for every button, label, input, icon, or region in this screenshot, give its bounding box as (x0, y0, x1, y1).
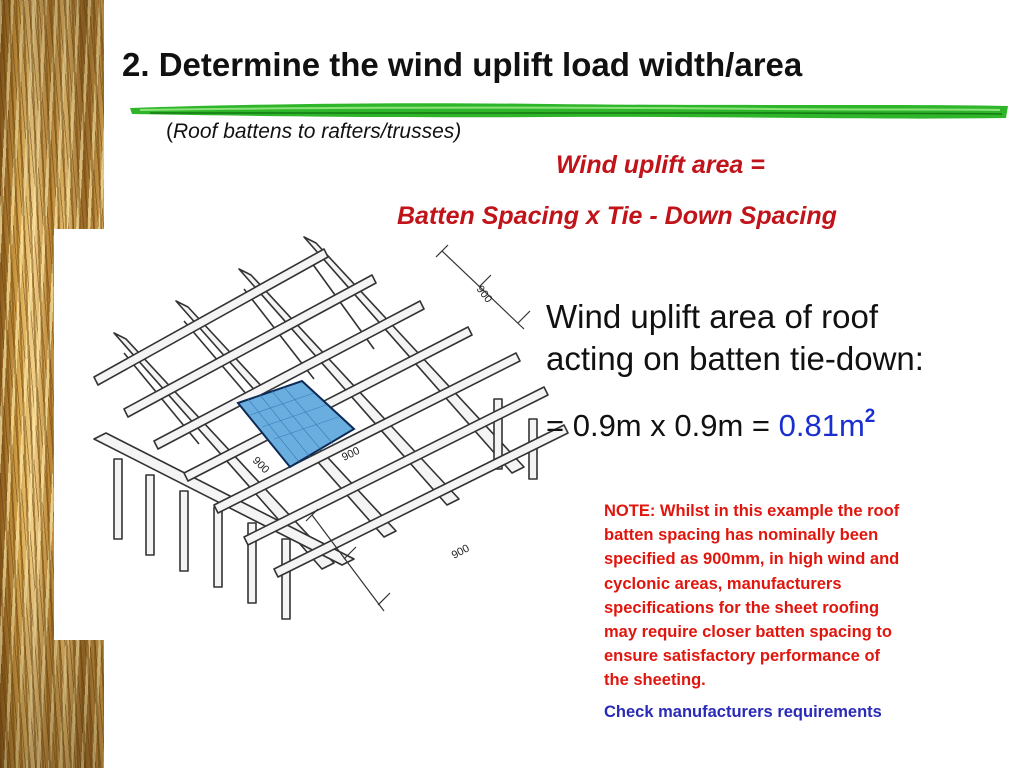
green-brush-rule (130, 103, 1008, 119)
subtitle-text: Roof battens to rafters/trusses) (173, 120, 462, 143)
formula-heading: Wind uplift area = (556, 151, 765, 179)
calculation: = 0.9m x 0.9m = 0.81m2 (546, 406, 876, 444)
slide-title: 2. Determine the wind uplift load width/… (122, 46, 803, 83)
note-line: the sheeting. (604, 671, 706, 690)
calculation-exponent: 2 (864, 406, 876, 427)
note-line: may require closer batten spacing to (604, 623, 892, 642)
explanation-text: Wind uplift area of roof acting on batte… (546, 296, 924, 380)
note-paragraph: NOTE: Whilst in this example the roof ba… (604, 499, 974, 693)
note-line: batten spacing has nominally been (604, 526, 879, 545)
note-line: ensure satisfactory performance of (604, 647, 881, 666)
note-line: specified as 900mm, in high wind and (604, 550, 900, 569)
dimension-label-top: 900 (474, 283, 495, 305)
check-requirements-text: Check manufacturers requirements (604, 703, 882, 721)
formula-expression: Batten Spacing x Tie - Down Spacing (397, 202, 837, 230)
note-line: cyclonic areas, manufacturers (604, 574, 842, 593)
roof-framing-illustration: 900 900 900 900 (93, 236, 569, 620)
note-line: NOTE: Whilst in this example the roof (604, 502, 900, 520)
slide-subtitle: (Roof battens to rafters/trusses) (166, 120, 461, 144)
calculation-result-value: 0.81m (778, 408, 865, 443)
calculation-result: 0.81m2 (778, 406, 876, 443)
explanation-line-2: acting on batten tie-down: (546, 340, 924, 377)
wind-uplift-area-tile (236, 379, 356, 469)
subtitle-paren: ( (166, 120, 173, 143)
dimension-label-bottom: 900 (450, 542, 472, 561)
note-line: specifications for the sheet roofing (604, 598, 880, 617)
roof-framing-diagram: 900 900 900 900 (54, 229, 577, 640)
dimension-label-tile-left: 900 (250, 455, 271, 476)
explanation-line-1: Wind uplift area of roof (546, 298, 878, 335)
calculation-prefix: = 0.9m x 0.9m = (546, 408, 779, 443)
